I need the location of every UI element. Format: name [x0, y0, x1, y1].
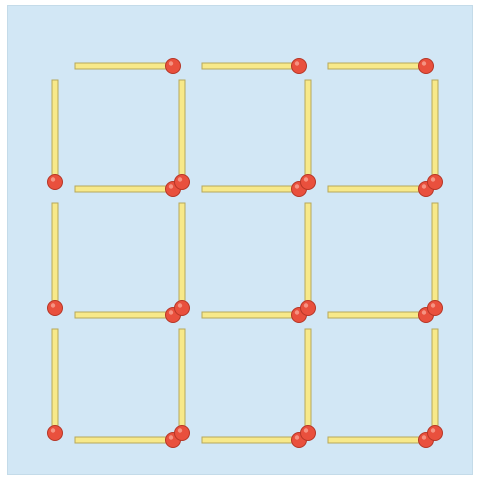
- matchstick-body: [432, 203, 438, 305]
- matchstick-vertical-2-1[interactable]: [175, 329, 190, 441]
- match-head-highlight: [169, 435, 173, 439]
- match-head-highlight: [422, 184, 426, 188]
- matchstick-body: [202, 312, 296, 318]
- match-head-highlight: [431, 428, 435, 432]
- match-head: [292, 59, 307, 74]
- matchstick-body: [75, 437, 170, 443]
- match-head: [175, 175, 190, 190]
- matchstick-horizontal-1-2[interactable]: [328, 182, 434, 197]
- matchstick-vertical-0-3[interactable]: [428, 80, 443, 190]
- matchstick-horizontal-0-1[interactable]: [202, 59, 307, 74]
- matchstick-body: [202, 437, 296, 443]
- match-head-highlight: [304, 428, 308, 432]
- match-head: [48, 426, 63, 441]
- match-head-highlight: [431, 177, 435, 181]
- match-head: [48, 175, 63, 190]
- matchstick-vertical-1-0[interactable]: [48, 203, 63, 316]
- match-head-highlight: [169, 61, 173, 65]
- matchstick-vertical-0-0[interactable]: [48, 80, 63, 190]
- matchstick-horizontal-0-2[interactable]: [328, 59, 434, 74]
- matchstick-horizontal-1-0[interactable]: [75, 182, 181, 197]
- matchstick-body: [305, 203, 311, 305]
- match-head: [301, 301, 316, 316]
- matchstick-horizontal-3-0[interactable]: [75, 433, 181, 448]
- match-head: [301, 426, 316, 441]
- match-head-highlight: [295, 61, 299, 65]
- matchstick-vertical-1-2[interactable]: [301, 203, 316, 316]
- matchstick-horizontal-3-1[interactable]: [202, 433, 307, 448]
- match-head: [175, 426, 190, 441]
- matchstick-vertical-1-1[interactable]: [175, 203, 190, 316]
- match-head: [428, 175, 443, 190]
- matchstick-body: [179, 329, 185, 430]
- matchstick-horizontal-0-0[interactable]: [75, 59, 181, 74]
- match-head: [48, 301, 63, 316]
- matchstick-body: [202, 63, 296, 69]
- match-head-highlight: [51, 428, 55, 432]
- matchstick-vertical-1-3[interactable]: [428, 203, 443, 316]
- matchstick-body: [52, 80, 58, 179]
- matchstick-horizontal-2-1[interactable]: [202, 308, 307, 323]
- matchstick-body: [179, 203, 185, 305]
- match-head-highlight: [51, 303, 55, 307]
- match-head-highlight: [422, 61, 426, 65]
- match-head-highlight: [295, 435, 299, 439]
- matchstick-horizontal-2-2[interactable]: [328, 308, 434, 323]
- match-head: [175, 301, 190, 316]
- match-head-highlight: [295, 310, 299, 314]
- match-head-highlight: [431, 303, 435, 307]
- matchstick-body: [432, 80, 438, 179]
- matchstick-body: [305, 329, 311, 430]
- match-head-highlight: [422, 435, 426, 439]
- matchstick-vertical-2-2[interactable]: [301, 329, 316, 441]
- matchstick-body: [328, 63, 423, 69]
- match-head: [419, 59, 434, 74]
- matchstick-vertical-0-2[interactable]: [301, 80, 316, 190]
- match-head: [428, 301, 443, 316]
- matchstick-horizontal-3-2[interactable]: [328, 433, 434, 448]
- match-head: [166, 59, 181, 74]
- matchstick-vertical-2-3[interactable]: [428, 329, 443, 441]
- match-head-highlight: [295, 184, 299, 188]
- matchstick-body: [75, 186, 170, 192]
- matchstick-body: [52, 203, 58, 305]
- matchstick-body: [52, 329, 58, 430]
- matchstick-horizontal-1-1[interactable]: [202, 182, 307, 197]
- matchstick-vertical-0-1[interactable]: [175, 80, 190, 190]
- match-head-highlight: [51, 177, 55, 181]
- matchstick-body: [328, 312, 423, 318]
- matchstick-grid: [8, 6, 474, 476]
- match-head: [301, 175, 316, 190]
- matchstick-body: [179, 80, 185, 179]
- match-head: [428, 426, 443, 441]
- matchstick-body: [305, 80, 311, 179]
- match-head-highlight: [304, 177, 308, 181]
- matchstick-body: [75, 63, 170, 69]
- match-head-highlight: [304, 303, 308, 307]
- match-head-highlight: [178, 303, 182, 307]
- matchstick-horizontal-2-0[interactable]: [75, 308, 181, 323]
- matchstick-body: [432, 329, 438, 430]
- match-head-highlight: [422, 310, 426, 314]
- matchstick-puzzle-board: [7, 5, 473, 475]
- matchstick-body: [328, 437, 423, 443]
- matchstick-vertical-2-0[interactable]: [48, 329, 63, 441]
- matchstick-body: [75, 312, 170, 318]
- match-head-highlight: [169, 184, 173, 188]
- match-head-highlight: [178, 428, 182, 432]
- match-head-highlight: [178, 177, 182, 181]
- matchstick-body: [328, 186, 423, 192]
- matchstick-body: [202, 186, 296, 192]
- match-head-highlight: [169, 310, 173, 314]
